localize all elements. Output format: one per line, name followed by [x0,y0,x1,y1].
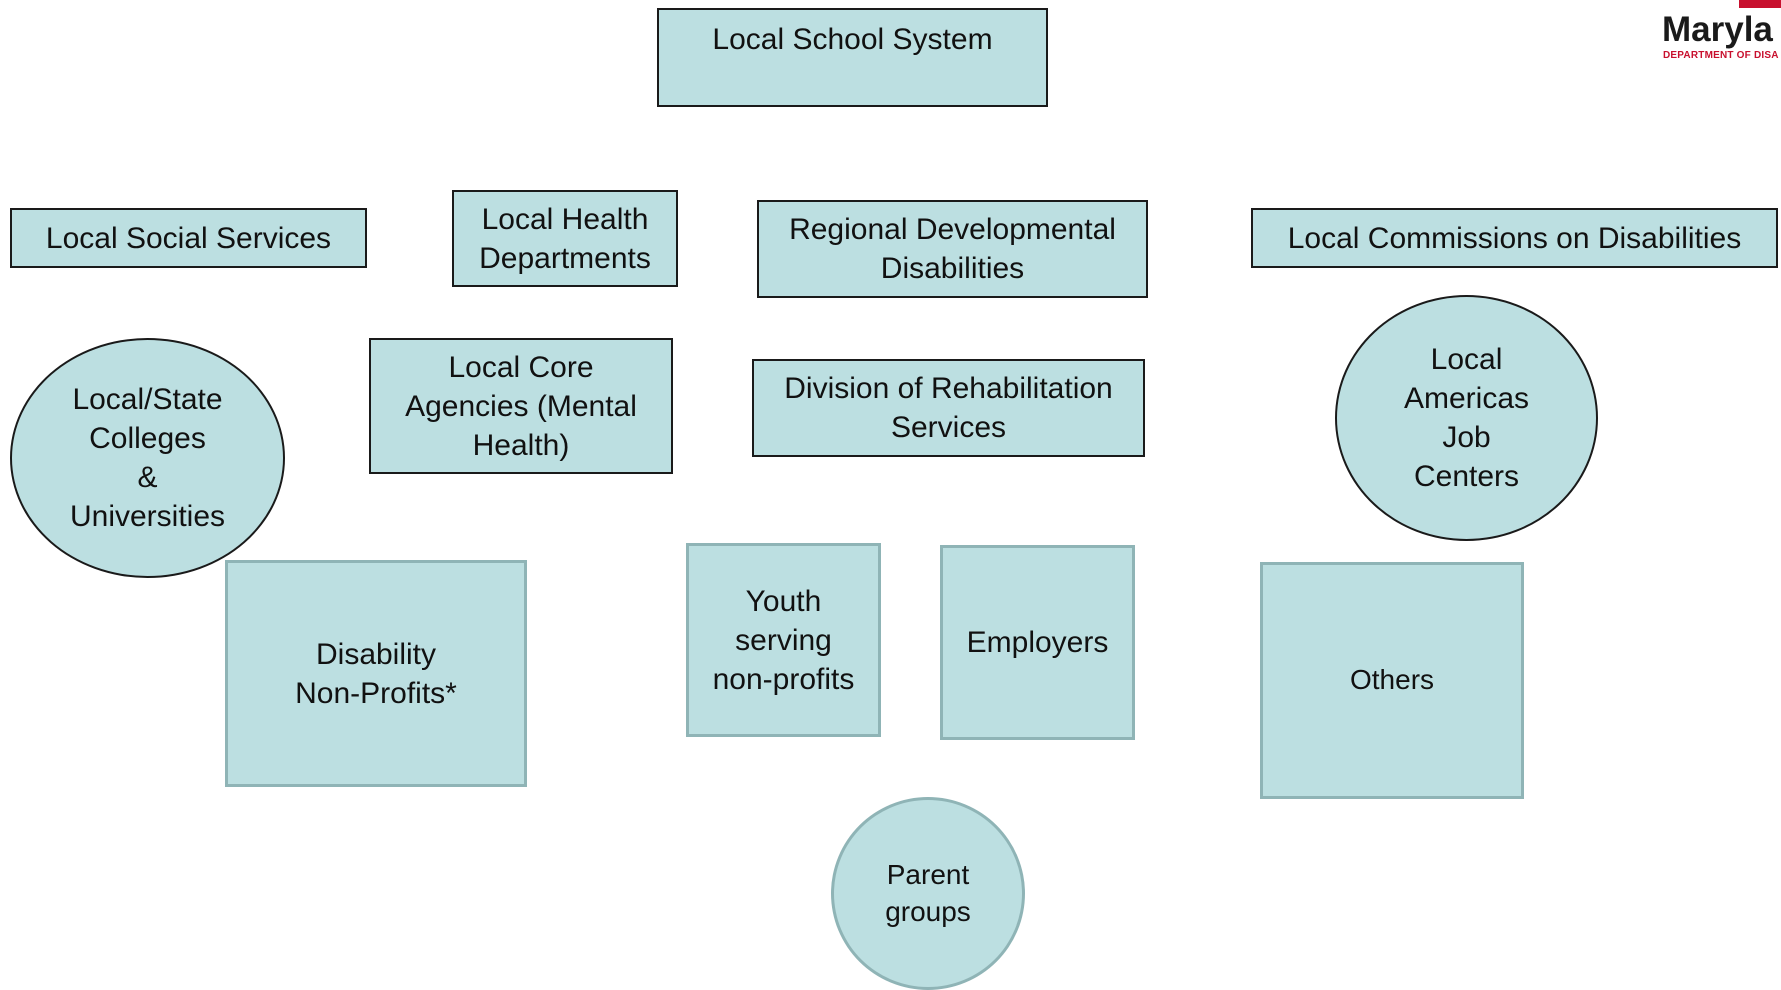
local-core-agencies-node: Local Core Agencies (Mental Health) [369,338,673,474]
regional-developmental-disabilities-label: Regional Developmental Disabilities [789,213,1116,285]
division-of-rehabilitation-services-node: Division of Rehabilitation Services [752,359,1145,457]
others-node: Others [1260,562,1524,799]
youth-serving-non-profits-label: Youth serving non-profits [712,584,855,696]
employers-node: Employers [940,545,1135,740]
local-school-system-label: Local School System [712,23,993,56]
local-commissions-on-disabilities-label: Local Commissions on Disabilities [1287,221,1742,255]
local-health-departments-label: Local Health Departments [479,202,651,275]
parent-groups-node: Parent groups [831,797,1025,990]
local-americas-job-centers-label: Local Americas Job Centers [1403,343,1530,493]
local-state-colleges-universities-node: Local/State Colleges & Universities [10,338,285,578]
disability-non-profits-node: Disability Non-Profits* [225,560,527,787]
local-health-departments-node: Local Health Departments [452,190,678,287]
employers-label: Employers [966,626,1109,659]
others-label: Others [1349,664,1435,696]
maryland-department-logo: Maryla DEPARTMENT OF DISA [1652,0,1781,64]
division-of-rehabilitation-services-label: Division of Rehabilitation Services [784,372,1113,444]
parent-groups-label: Parent groups [885,859,971,927]
regional-developmental-disabilities-node: Regional Developmental Disabilities [757,200,1148,298]
local-americas-job-centers-node: Local Americas Job Centers [1335,295,1598,541]
youth-serving-non-profits-node: Youth serving non-profits [686,543,881,737]
logo-accent-bar [1739,0,1781,8]
logo-wordmark: Maryla [1662,10,1773,49]
local-social-services-node: Local Social Services [10,208,367,268]
local-commissions-on-disabilities-node: Local Commissions on Disabilities [1251,208,1778,268]
logo-subtitle: DEPARTMENT OF DISA [1663,50,1779,61]
local-state-colleges-universities-label: Local/State Colleges & Universities [69,383,226,533]
local-school-system-node: Local School System [657,8,1048,107]
local-core-agencies-label: Local Core Agencies (Mental Health) [405,350,637,462]
disability-non-profits-label: Disability Non-Profits* [295,637,457,710]
local-social-services-label: Local Social Services [45,221,332,255]
